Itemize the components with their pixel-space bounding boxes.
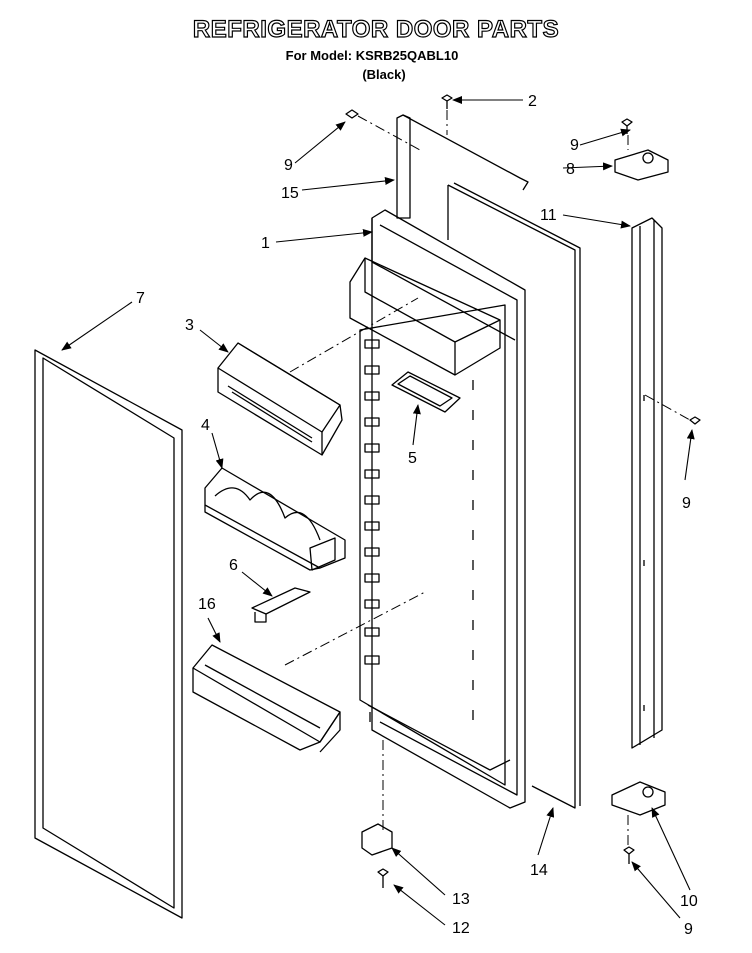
- callout-4: 4: [201, 417, 210, 434]
- clip-part: [251, 587, 311, 623]
- callout-10: 10: [680, 893, 698, 910]
- door-gasket-part: [34, 349, 183, 919]
- door-liner-part: [349, 209, 526, 809]
- door-shelf-part: [204, 467, 346, 571]
- callout-15: 15: [281, 185, 299, 202]
- door-bin-part: [192, 644, 341, 753]
- callout-11: 11: [540, 207, 557, 224]
- dairy-compartment-part: [217, 342, 343, 456]
- top-hinge-part: [614, 149, 669, 181]
- callout-12: 12: [452, 920, 470, 937]
- small-bin-part: [391, 371, 461, 413]
- bottom-hinge-part: [611, 781, 666, 816]
- diagram-title: REFRIGERATOR DOOR PARTS: [192, 15, 560, 43]
- callout-7: 7: [136, 290, 145, 307]
- hinge-bracket-part: [361, 823, 393, 856]
- callout-14: 14: [530, 862, 548, 879]
- outer-door-panel-part: [396, 114, 529, 219]
- callout-9-top-right: 9: [570, 137, 579, 154]
- callout-9-top-left: 9: [284, 157, 293, 174]
- callout-6: 6: [229, 557, 238, 574]
- callout-13: 13: [452, 891, 470, 908]
- screw-parts: [345, 94, 701, 888]
- callout-2: 2: [528, 93, 537, 110]
- door-panel-part: [447, 182, 581, 809]
- callout-3: 3: [185, 317, 194, 334]
- callout-8: 8: [566, 161, 575, 178]
- callout-16: 16: [198, 596, 216, 613]
- model-line: For Model: KSRB25QABL10: [285, 48, 459, 63]
- callout-1: 1: [261, 235, 270, 252]
- callout-5: 5: [408, 450, 417, 467]
- callout-9-bottom: 9: [684, 921, 693, 938]
- color-line: (Black): [362, 67, 406, 82]
- callout-9-right: 9: [682, 495, 691, 512]
- handle-trim-part: [631, 217, 663, 749]
